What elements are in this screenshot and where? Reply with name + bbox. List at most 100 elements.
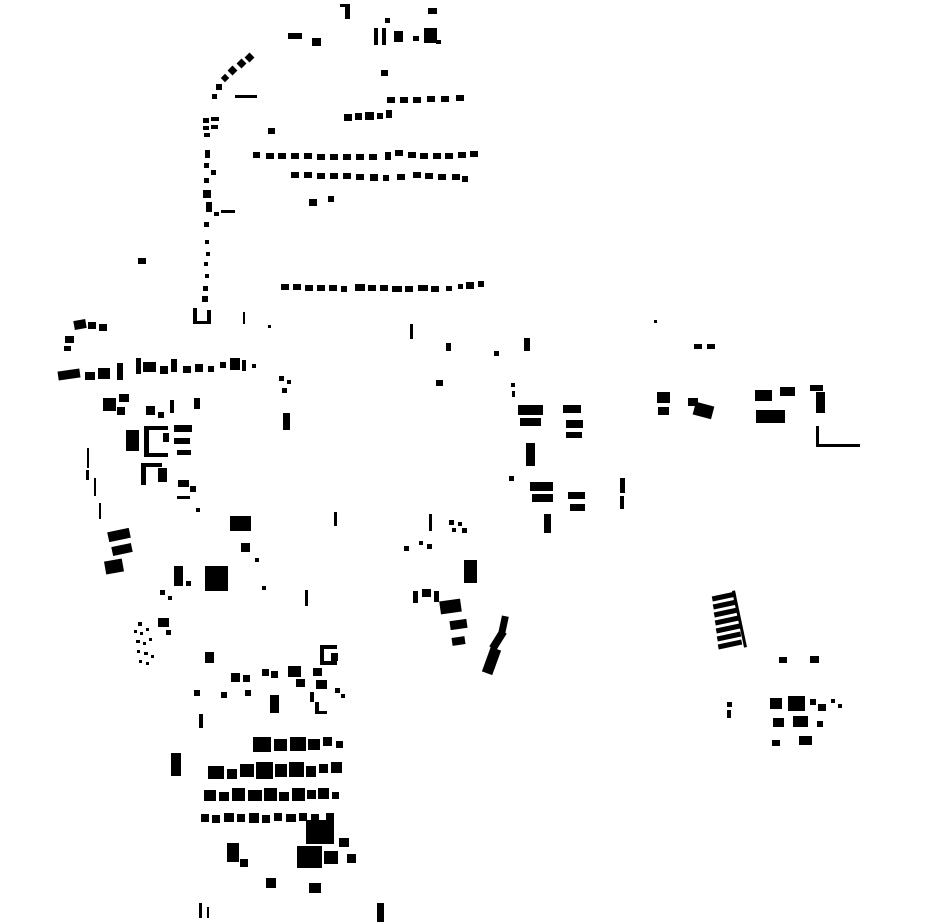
building-footprint (144, 652, 148, 655)
building-footprint (306, 820, 334, 844)
building-footprint (235, 95, 257, 98)
building-footprint (306, 766, 316, 777)
building-footprint (524, 338, 530, 351)
building-footprint (315, 711, 327, 714)
building-footprint (404, 546, 409, 551)
building-footprint (413, 36, 419, 41)
building-footprint (201, 814, 209, 822)
building-footprint (57, 368, 81, 381)
building-footprint (174, 438, 190, 444)
building-footprint (207, 310, 211, 324)
building-footprint (158, 412, 164, 418)
building-footprint (329, 285, 337, 291)
building-footprint (143, 642, 146, 645)
building-footprint (149, 638, 152, 641)
building-footprint (204, 790, 216, 801)
building-footprint (241, 543, 250, 552)
building-footprint (190, 486, 196, 492)
building-footprint (286, 814, 296, 822)
building-footprint (282, 388, 287, 393)
building-footprint (211, 170, 216, 175)
building-footprint (64, 346, 71, 351)
building-footprint (309, 883, 321, 893)
building-footprint (383, 175, 389, 181)
building-footprint (452, 174, 460, 180)
building-footprint (816, 426, 819, 447)
building-footprint (332, 792, 339, 799)
building-footprint (279, 792, 289, 801)
building-footprint (365, 112, 374, 120)
building-footprint (252, 364, 256, 368)
building-footprint (343, 154, 351, 160)
building-footprint (204, 262, 208, 266)
building-footprint (817, 721, 823, 727)
building-footprint (240, 859, 248, 867)
building-footprint (717, 639, 743, 650)
building-footprint (139, 660, 142, 663)
building-footprint (436, 380, 443, 386)
building-footprint (410, 324, 413, 339)
building-footprint (369, 154, 377, 160)
building-footprint (216, 84, 222, 90)
building-footprint (255, 558, 259, 562)
building-footprint (107, 527, 131, 543)
building-footprint (230, 358, 240, 370)
building-footprint (299, 813, 307, 821)
building-footprint (256, 762, 273, 779)
building-footprint (413, 97, 421, 103)
building-footprint (144, 426, 168, 430)
building-footprint (532, 494, 553, 502)
building-footprint (279, 376, 284, 381)
building-footprint (227, 769, 237, 779)
building-footprint (111, 543, 133, 556)
building-footprint (271, 671, 278, 678)
building-footprint (381, 70, 388, 76)
building-footprint (566, 432, 582, 438)
building-footprint (205, 566, 228, 591)
building-footprint (433, 153, 441, 159)
building-footprint (428, 8, 437, 14)
building-footprint (654, 320, 657, 323)
building-footprint (99, 324, 107, 331)
building-footprint (345, 6, 350, 19)
building-footprint (838, 704, 842, 708)
building-footprint (458, 522, 462, 526)
building-footprint (312, 38, 321, 46)
building-footprint (620, 478, 625, 493)
building-footprint (330, 173, 338, 179)
building-footprint (419, 541, 423, 545)
building-footprint (243, 312, 245, 324)
building-footprint (144, 453, 168, 457)
building-footprint (289, 762, 304, 777)
building-footprint (341, 286, 347, 292)
building-footprint (387, 97, 395, 103)
building-footprint (431, 286, 439, 292)
building-footprint (374, 28, 378, 45)
building-footprint (140, 632, 143, 635)
building-footprint (727, 702, 732, 707)
building-footprint (137, 650, 140, 653)
building-footprint (205, 274, 209, 278)
building-footprint (274, 739, 287, 751)
building-footprint (205, 240, 209, 244)
building-footprint (134, 630, 137, 633)
building-footprint (413, 172, 421, 178)
building-footprint (344, 114, 352, 121)
building-footprint (446, 343, 451, 351)
building-footprint (316, 680, 327, 689)
building-footprint (243, 675, 250, 682)
building-footprint (288, 666, 301, 677)
building-footprint (816, 392, 825, 413)
building-footprint (212, 94, 217, 99)
building-footprint (138, 622, 142, 626)
building-footprint (458, 152, 466, 158)
building-footprint (385, 152, 391, 160)
building-footprint (236, 58, 247, 69)
building-footprint (119, 394, 129, 402)
building-footprint (160, 590, 165, 595)
building-footprint (458, 284, 463, 289)
building-footprint (85, 372, 95, 380)
building-footprint (317, 154, 325, 160)
building-footprint (320, 645, 324, 665)
building-footprint (530, 482, 553, 491)
